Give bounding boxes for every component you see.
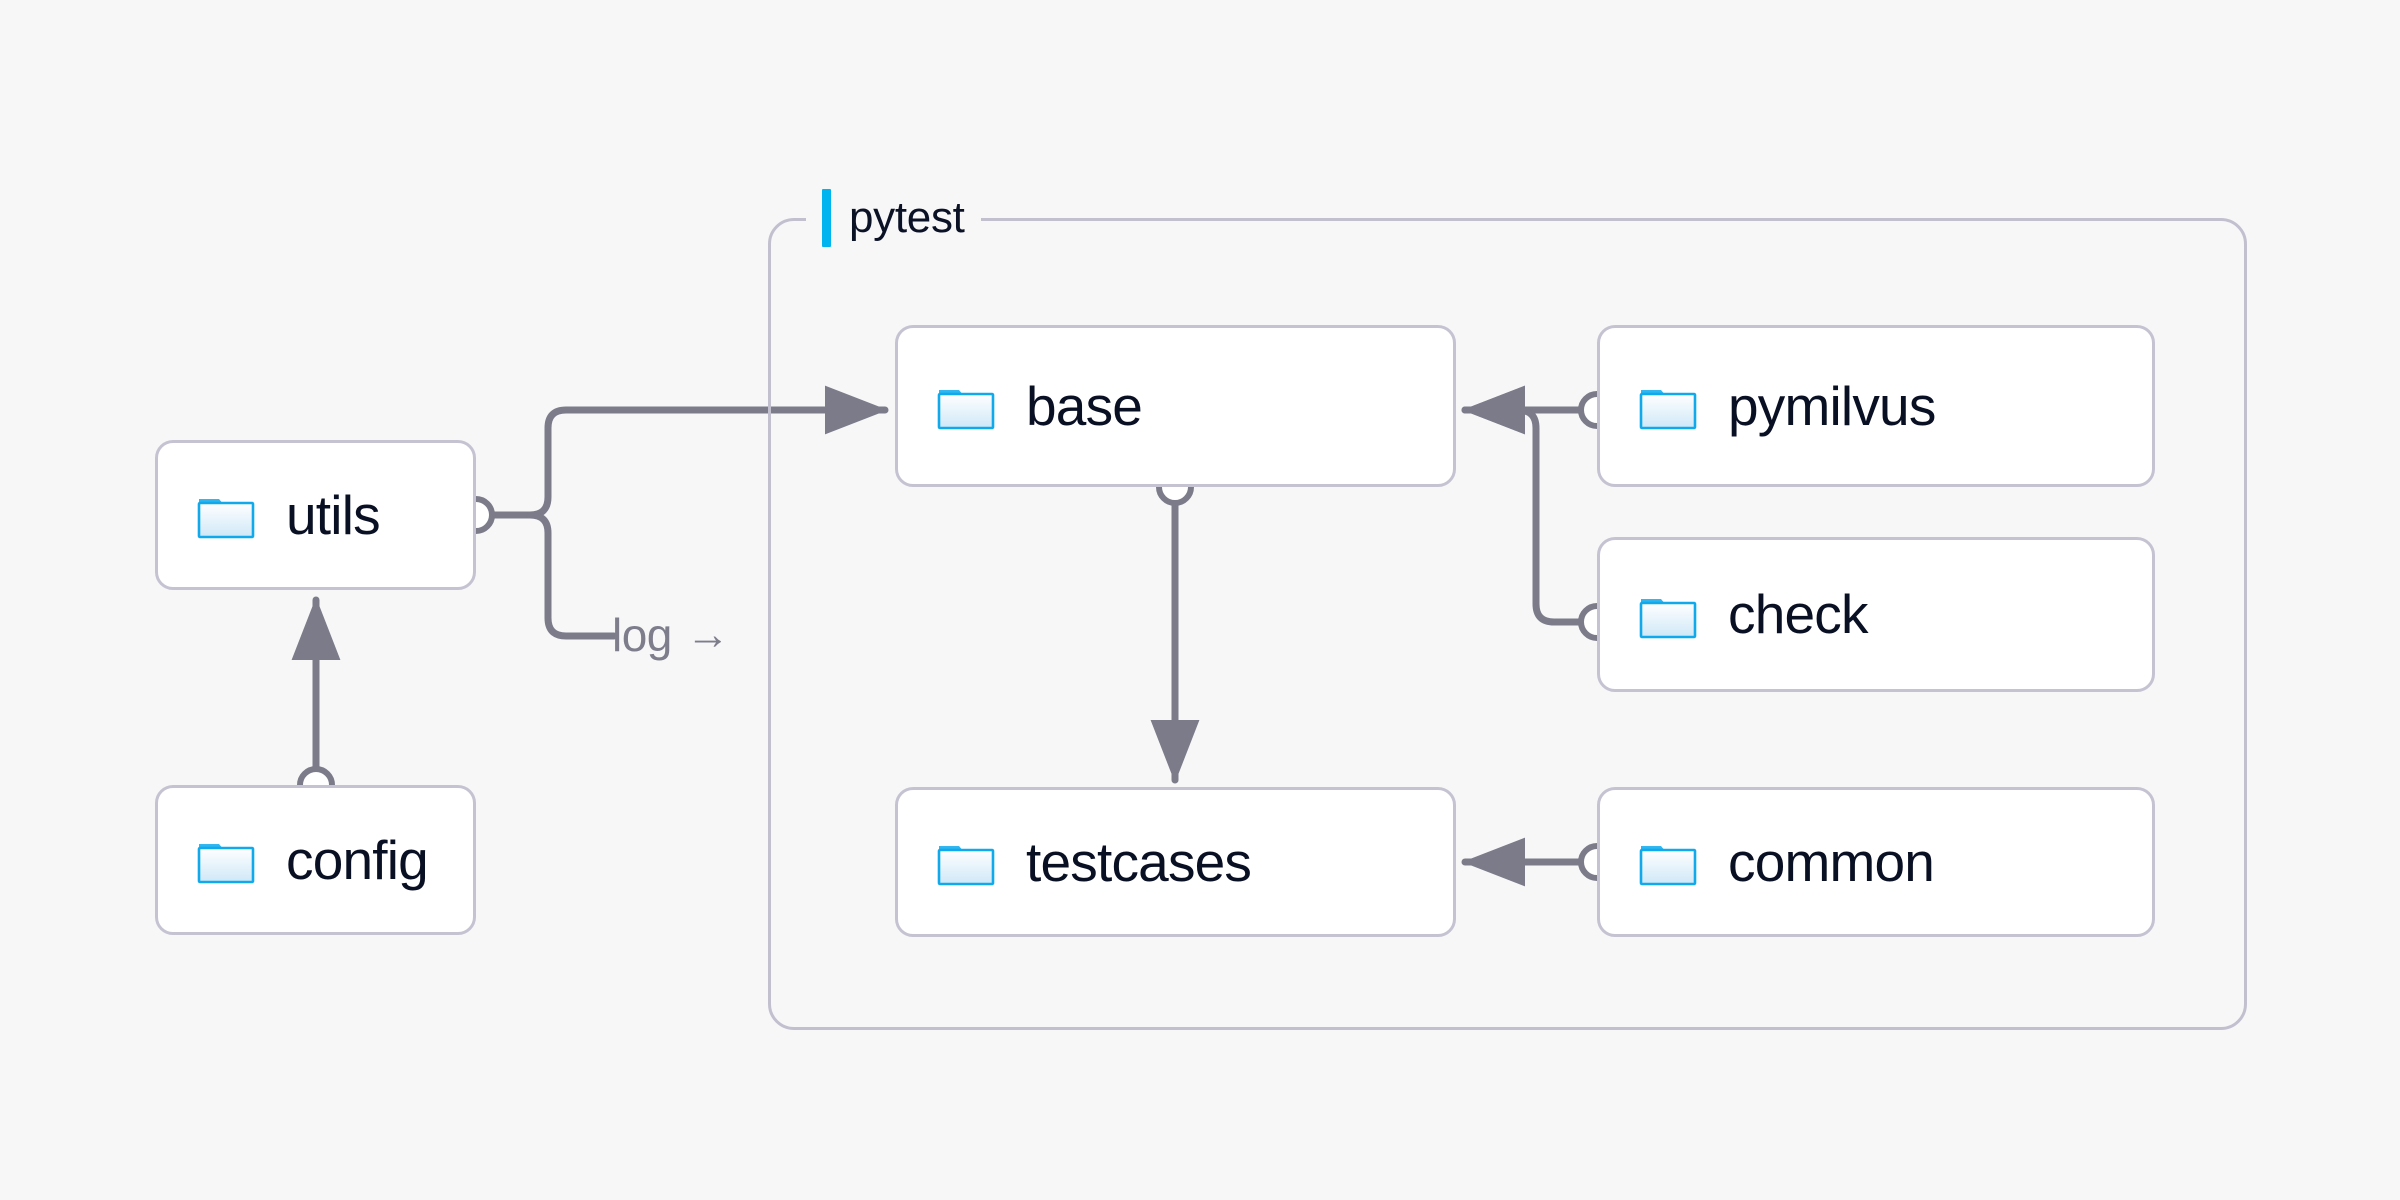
node-common-label: common — [1728, 830, 1935, 893]
node-testcases-label: testcases — [1026, 830, 1252, 893]
folder-icon — [937, 846, 995, 886]
edge-utils-log-branch — [526, 511, 618, 640]
node-pymilvus[interactable]: pymilvus — [1597, 325, 2155, 487]
node-base[interactable]: base — [895, 325, 1456, 487]
node-config-label: config — [286, 828, 429, 891]
group-pytest-label-text: pytest — [849, 193, 965, 242]
folder-icon — [197, 499, 255, 539]
node-pymilvus-label: pymilvus — [1728, 374, 1936, 437]
folder-icon — [1639, 390, 1697, 430]
folder-icon — [1639, 846, 1697, 886]
edge-label-log: log → — [612, 608, 730, 662]
node-check-label: check — [1728, 583, 1868, 645]
node-utils[interactable]: utils — [155, 440, 476, 590]
node-base-label: base — [1026, 374, 1143, 437]
accent-bar-icon — [822, 189, 831, 247]
node-config[interactable]: config — [155, 785, 476, 935]
group-pytest-label: pytest — [806, 189, 981, 247]
arrow-right-icon: → — [685, 610, 730, 659]
node-common[interactable]: common — [1597, 787, 2155, 937]
folder-icon — [1639, 598, 1697, 638]
folder-icon — [197, 844, 255, 884]
group-pytest[interactable] — [768, 218, 2247, 1030]
edge-label-log-text: log — [612, 609, 672, 661]
folder-icon — [937, 390, 995, 430]
node-utils-label: utils — [286, 483, 381, 546]
node-testcases[interactable]: testcases — [895, 787, 1456, 937]
node-check[interactable]: check — [1597, 537, 2155, 692]
